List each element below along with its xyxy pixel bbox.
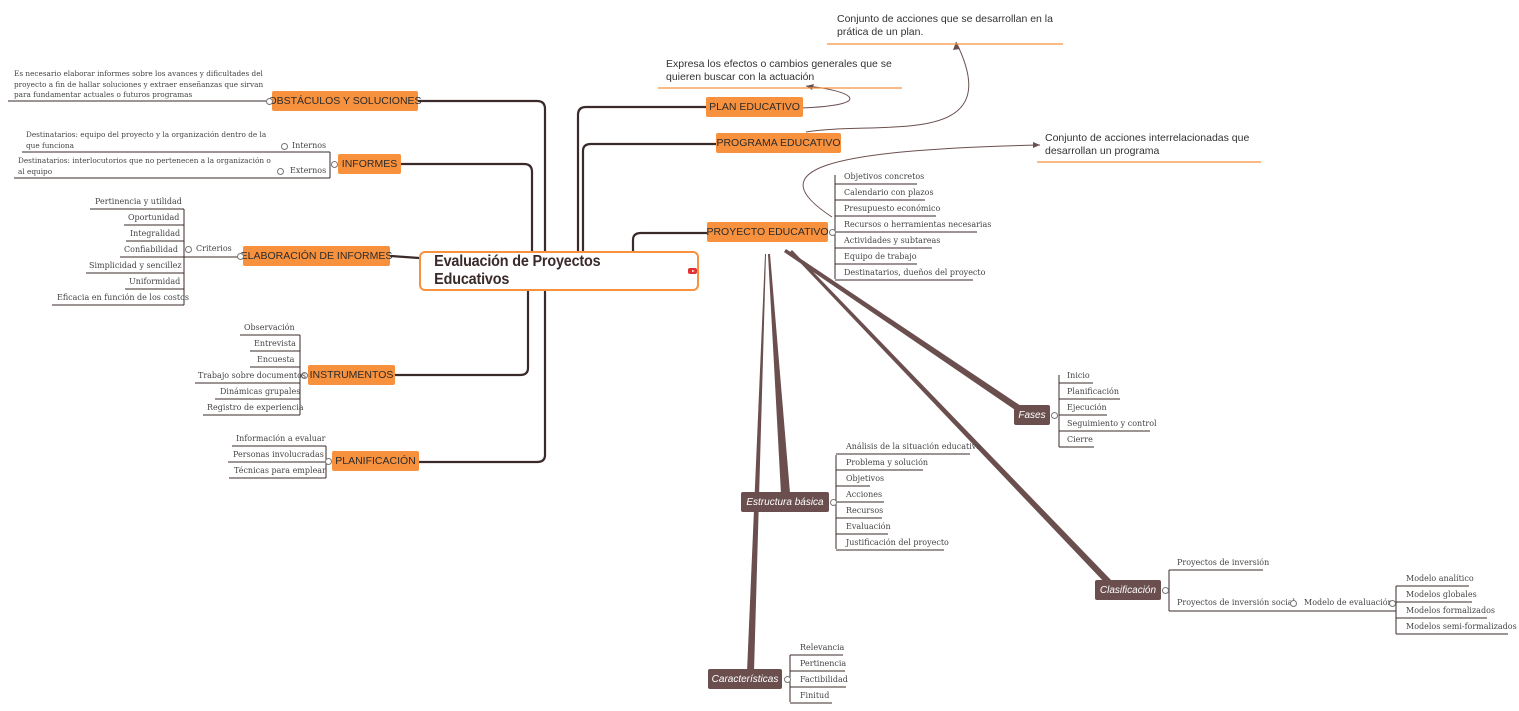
collapse-knob[interactable]	[301, 372, 308, 379]
collapse-knob[interactable]	[325, 458, 332, 465]
list-item[interactable]: Proyectos de inversión	[1177, 558, 1270, 567]
topic-plan-educativo[interactable]: PLAN EDUCATIVO	[706, 97, 803, 117]
collapse-knob[interactable]	[185, 246, 192, 253]
externos-note: Destinatarios: interlocutorios que no pe…	[18, 156, 271, 176]
list-item[interactable]: Modelo analítico	[1406, 574, 1474, 583]
list-item[interactable]: Calendario con plazos	[844, 188, 934, 197]
list-item[interactable]: Inicio	[1067, 371, 1090, 380]
floating-topic-estructura[interactable]: Estructura básica	[741, 492, 829, 512]
topic-elaboracion-informes[interactable]: ELABORACIÓN DE INFORMES	[241, 246, 392, 266]
list-item[interactable]: Destinatarios, dueños del proyecto	[844, 268, 986, 277]
collapse-knob[interactable]	[1162, 587, 1169, 594]
central-topic[interactable]: Evaluación de Proyectos Educativos	[419, 251, 699, 291]
list-item[interactable]: Oportunidad	[128, 213, 180, 222]
collapse-knob[interactable]	[277, 168, 284, 175]
floating-topic-caracteristicas[interactable]: Características	[708, 669, 782, 689]
list-item[interactable]: Cierre	[1067, 435, 1093, 444]
list-item[interactable]: Problema y solución	[846, 458, 929, 467]
topic-programa-educativo[interactable]: PROGRAMA EDUCATIVO	[716, 133, 841, 153]
program-actions-note[interactable]: Conjunto de acciones interrelacionadas q…	[1045, 132, 1250, 157]
collapse-knob[interactable]	[830, 499, 837, 506]
list-item[interactable]: Integralidad	[130, 229, 181, 238]
youtube-icon[interactable]	[688, 268, 697, 274]
list-item[interactable]: Modelo de evaluación	[1304, 598, 1393, 607]
collapse-knob[interactable]	[829, 229, 836, 236]
central-topic-title: Evaluación de Proyectos Educativos	[434, 253, 601, 288]
list-item[interactable]: Relevancia	[800, 643, 845, 652]
collapse-knob[interactable]	[1051, 412, 1058, 419]
list-item[interactable]: Técnicas para emplear	[234, 466, 326, 475]
list-item[interactable]: Personas involucradas	[233, 450, 324, 459]
collapse-knob[interactable]	[237, 253, 244, 260]
internos-label[interactable]: Internos	[292, 141, 327, 150]
list-item[interactable]: Información a evaluar	[236, 434, 326, 443]
list-item[interactable]: Pertinencia	[800, 659, 847, 668]
list-item[interactable]: Objetivos	[846, 474, 885, 483]
floating-topic-clasificacion[interactable]: Clasificación	[1095, 580, 1161, 600]
externos-label[interactable]: Externos	[290, 166, 327, 175]
obstaculos-note: Es necesario elaborar informes sobre los…	[14, 69, 264, 99]
list-item[interactable]: Recursos o herramientas necesarias	[844, 220, 992, 229]
list-item[interactable]: Evaluación	[846, 522, 891, 531]
list-item[interactable]: Equipo de trabajo	[844, 252, 917, 261]
collapse-knob[interactable]	[1290, 600, 1297, 607]
list-item[interactable]: Modelos formalizados	[1406, 606, 1495, 615]
collapse-knob[interactable]	[281, 143, 288, 150]
list-item[interactable]: Registro de experiencia	[207, 403, 304, 412]
list-item[interactable]: Planificación	[1067, 387, 1120, 396]
list-item[interactable]: Modelos semi-formalizados	[1406, 622, 1517, 631]
floating-topic-fases[interactable]: Fases	[1014, 405, 1050, 425]
plan-definition-note[interactable]: Expresa los efectos o cambios generales …	[666, 58, 892, 83]
criterios-label[interactable]: Criterios	[196, 244, 232, 253]
list-item[interactable]: Análisis de la situación educativa	[846, 442, 982, 451]
collapse-knob[interactable]	[331, 161, 338, 168]
list-item[interactable]: Justificación del proyecto	[846, 538, 949, 547]
list-item[interactable]: Objetivos concretos	[844, 172, 925, 181]
list-item[interactable]: Dinámicas grupales	[220, 387, 301, 396]
list-item[interactable]: Actividades y subtareas	[844, 236, 941, 245]
list-item[interactable]: Proyectos de inversión social	[1177, 598, 1296, 607]
list-item[interactable]: Modelos globales	[1406, 590, 1477, 599]
topic-obstaculos[interactable]: OBSTÁCULOS Y SOLUCIONES	[268, 91, 422, 111]
topic-informes[interactable]: INFORMES	[338, 154, 401, 174]
list-item[interactable]: Observación	[244, 323, 295, 332]
list-item[interactable]: Encuesta	[257, 355, 295, 364]
list-item[interactable]: Seguimiento y control	[1067, 419, 1157, 428]
topic-proyecto-educativo[interactable]: PROYECTO EDUCATIVO	[706, 222, 829, 242]
internos-note: Destinatarios: equipo del proyecto y la …	[26, 130, 267, 150]
topic-planificacion[interactable]: PLANIFICACIÓN	[332, 451, 419, 471]
list-item[interactable]: Ejecución	[1067, 403, 1107, 412]
list-item[interactable]: Pertinencia y utilidad	[95, 197, 182, 206]
list-item[interactable]: Finitud	[800, 691, 830, 700]
collapse-knob[interactable]	[784, 676, 791, 683]
list-item[interactable]: Eficacia en función de los costos	[57, 293, 189, 302]
list-item[interactable]: Simplicidad y sencillez	[89, 261, 182, 270]
list-item[interactable]: Acciones	[846, 490, 883, 499]
collapse-knob[interactable]	[266, 98, 273, 105]
collapse-knob[interactable]	[1389, 600, 1396, 607]
list-item[interactable]: Recursos	[846, 506, 884, 515]
list-item[interactable]: Confiabilidad	[124, 245, 179, 254]
list-item[interactable]: Presupuesto económico	[844, 204, 941, 213]
list-item[interactable]: Factibilidad	[800, 675, 848, 684]
list-item[interactable]: Trabajo sobre documentos	[198, 371, 306, 380]
list-item[interactable]: Uniformidad	[129, 277, 181, 286]
topic-instrumentos[interactable]: INSTRUMENTOS	[308, 365, 395, 385]
list-item[interactable]: Entrevista	[254, 339, 296, 348]
plan-actions-note[interactable]: Conjunto de acciones que se desarrollan …	[837, 13, 1053, 38]
